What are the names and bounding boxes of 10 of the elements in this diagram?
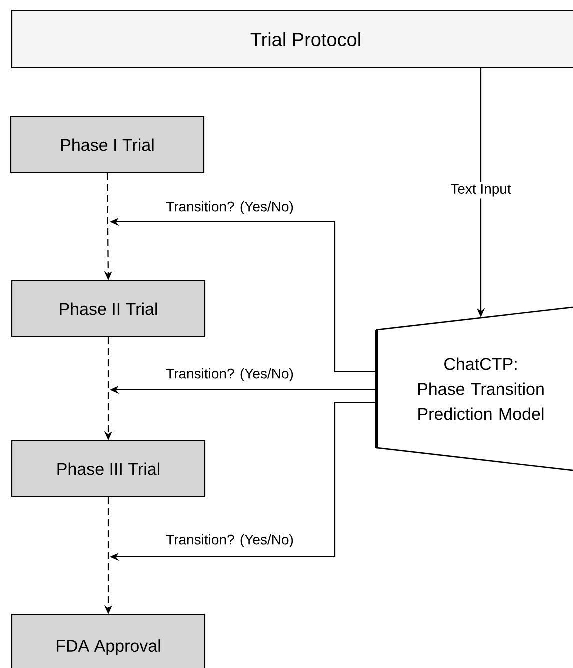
process-box: Phase I Trial — [10, 116, 205, 174]
edge-label: Transition? (Yes/No) — [166, 534, 294, 548]
process-box: Trial Protocol — [11, 10, 573, 69]
edge-label: Transition? (Yes/No) — [166, 368, 294, 382]
edge-label: Text Input — [450, 184, 512, 197]
model-trapezoid: ChatCTP: Phase Transition Prediction Model — [376, 301, 573, 477]
process-box: Phase III Trial — [11, 440, 206, 498]
edge-label: Transition? (Yes/No) — [166, 201, 294, 215]
process-box: Phase II Trial — [11, 280, 206, 338]
process-box: FDA Approval — [11, 614, 206, 668]
